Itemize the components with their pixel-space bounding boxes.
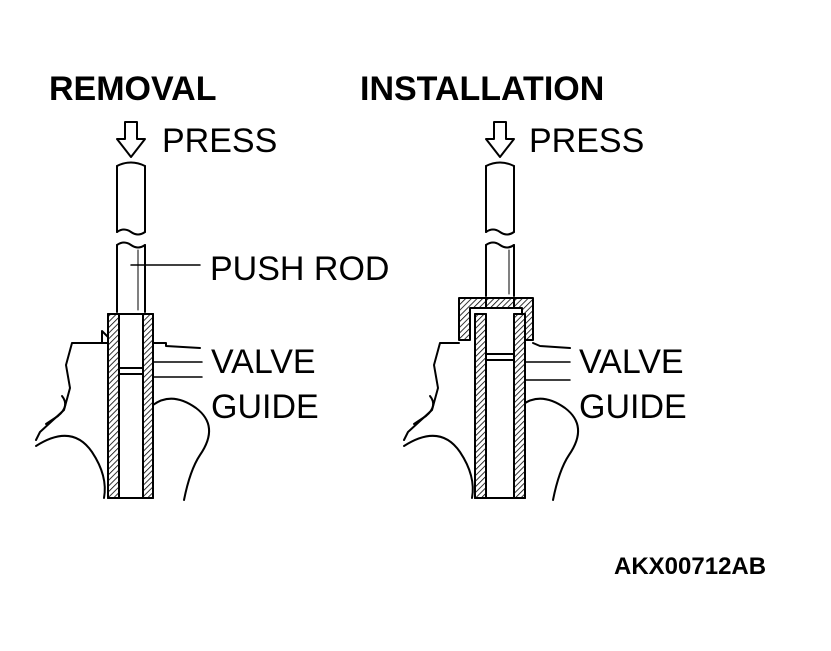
cylinder-head-section bbox=[35, 330, 210, 501]
removal-press-label: PRESS bbox=[162, 122, 278, 160]
press-arrow-icon bbox=[116, 121, 146, 158]
installation-title: INSTALLATION bbox=[360, 70, 605, 108]
removal-guide-label: GUIDE bbox=[211, 388, 319, 426]
installation-diagram bbox=[403, 121, 579, 501]
push-rod-label: PUSH ROD bbox=[210, 250, 390, 288]
valve-guide bbox=[474, 313, 526, 499]
push-rod-upper bbox=[116, 161, 146, 236]
press-arrow-icon bbox=[485, 121, 515, 158]
removal-diagram bbox=[35, 121, 210, 501]
installation-press-label: PRESS bbox=[529, 122, 645, 160]
removal-valve-label: VALVE bbox=[211, 343, 316, 381]
push-rod-lower bbox=[485, 241, 515, 297]
removal-leaders bbox=[130, 264, 203, 378]
valve-guide bbox=[107, 313, 154, 499]
figure-code: AKX00712AB bbox=[614, 553, 767, 580]
removal-title: REMOVAL bbox=[49, 70, 217, 108]
push-rod-lower bbox=[116, 241, 146, 313]
installation-valve-label: VALVE bbox=[579, 343, 684, 381]
cylinder-head-section bbox=[403, 342, 579, 501]
installation-guide-label: GUIDE bbox=[579, 388, 687, 426]
installation-leaders bbox=[524, 361, 571, 381]
push-rod-upper bbox=[485, 161, 515, 236]
